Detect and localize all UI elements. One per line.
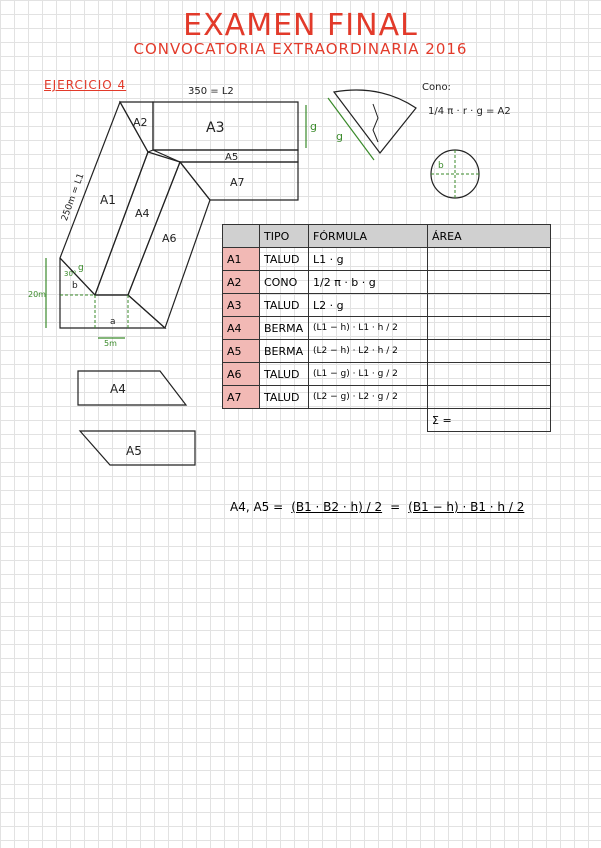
formula-right: (B1 − h) · B1 · h / 2 (408, 500, 525, 514)
cone-label: Cono: (422, 82, 451, 93)
table-row: A4 BERMA (L1 − h) · L1 · h / 2 (222, 316, 551, 340)
row-area (427, 339, 551, 363)
shape-a4-label: A4 (110, 382, 126, 396)
table-row: A7 TALUD (L2 − g) · L2 · g / 2 (222, 385, 551, 409)
formula-lhs: A4, A5 = (230, 500, 284, 514)
row-id: A4 (222, 316, 260, 340)
dim-l2: 350 = L2 (188, 86, 234, 97)
page-title: EXAMEN FINAL (183, 8, 418, 43)
table-row: A3 TALUD L2 · g (222, 293, 551, 317)
row-area (427, 270, 551, 294)
label-a2: A2 (133, 116, 148, 129)
label-a7: A7 (230, 176, 245, 189)
formula-eq: = (390, 500, 401, 514)
shape-a4-strip (94, 151, 181, 296)
label-a5: A5 (225, 152, 238, 163)
label-a1: A1 (100, 193, 116, 207)
label-g-side: g (310, 120, 317, 133)
cross-section (59, 257, 167, 329)
row-id: A2 (222, 270, 260, 294)
cone-diagram: g Cono: 1/4 π · r · g = A2 b (327, 82, 511, 199)
label-b: b (72, 281, 78, 291)
header-empty (222, 224, 260, 248)
shape-a6 (127, 160, 211, 330)
row-formula: (L2 − h) · L2 · h / 2 (308, 339, 428, 363)
dim-height: 20m (28, 290, 46, 299)
bottom-formula: A4, A5 = (B1 · B2 · h) / 2 = (B1 − h) · … (230, 500, 524, 514)
table-row: A2 CONO 1/2 π · b · g (222, 270, 551, 294)
label-a4: A4 (135, 207, 150, 220)
shape-a3 (152, 101, 299, 151)
row-id: A5 (222, 339, 260, 363)
row-type: BERMA (259, 316, 309, 340)
table-header-row: TIPO FÓRMULA ÁREA (222, 224, 551, 248)
label-a: a (110, 317, 116, 327)
row-area (427, 293, 551, 317)
cone-formula: 1/4 π · r · g = A2 (428, 106, 511, 117)
row-id: A1 (222, 247, 260, 271)
shapes-a4-a5: A4 A5 (77, 370, 196, 466)
formula-middle: (B1 · B2 · h) / 2 (291, 500, 383, 514)
row-id: A7 (222, 385, 260, 409)
label-a6: A6 (162, 232, 177, 245)
label-a3: A3 (206, 120, 224, 136)
row-id: A6 (222, 362, 260, 386)
row-type: TALUD (259, 247, 309, 271)
row-formula: (L1 − h) · L1 · h / 2 (308, 316, 428, 340)
header-formula: FÓRMULA (308, 224, 428, 248)
row-type: TALUD (259, 362, 309, 386)
dim-angle: 30° (64, 270, 76, 278)
row-type: TALUD (259, 293, 309, 317)
row-formula: 1/2 π · b · g (308, 270, 428, 294)
row-area (427, 247, 551, 271)
exercise-label: EJERCICIO 4 (44, 78, 127, 92)
table-row: A1 TALUD L1 · g (222, 247, 551, 271)
dim-berm: 5m (104, 339, 117, 348)
row-type: BERMA (259, 339, 309, 363)
row-type: TALUD (259, 385, 309, 409)
table-row: A6 TALUD (L1 − g) · L1 · g / 2 (222, 362, 551, 386)
row-area (427, 385, 551, 409)
row-formula: (L1 − g) · L1 · g / 2 (308, 362, 428, 386)
header-area: ÁREA (427, 224, 551, 248)
cone-b: b (438, 161, 444, 171)
table-row: A5 BERMA (L2 − h) · L2 · h / 2 (222, 339, 551, 363)
cone-g: g (336, 130, 343, 143)
embankment-diagram: 350 = L2 250m = L1 20m 30° 5m g g b a A2… (28, 86, 317, 348)
shape-a5-label: A5 (126, 444, 142, 458)
dim-l1: 250m = L1 (60, 172, 86, 222)
row-id: A3 (222, 293, 260, 317)
row-formula: L2 · g (308, 293, 428, 317)
page-subtitle: CONVOCATORIA EXTRAORDINARIA 2016 (133, 40, 468, 58)
row-formula: L1 · g (308, 247, 428, 271)
table-sum-row: Σ = (223, 408, 551, 432)
label-g: g (78, 263, 84, 273)
sum-cell: Σ = (427, 408, 551, 432)
areas-table: TIPO FÓRMULA ÁREA A1 TALUD L1 · g A2 CON… (222, 224, 551, 432)
row-area (427, 316, 551, 340)
header-tipo: TIPO (259, 224, 309, 248)
row-formula: (L2 − g) · L2 · g / 2 (308, 385, 428, 409)
row-area (427, 362, 551, 386)
row-type: CONO (259, 270, 309, 294)
